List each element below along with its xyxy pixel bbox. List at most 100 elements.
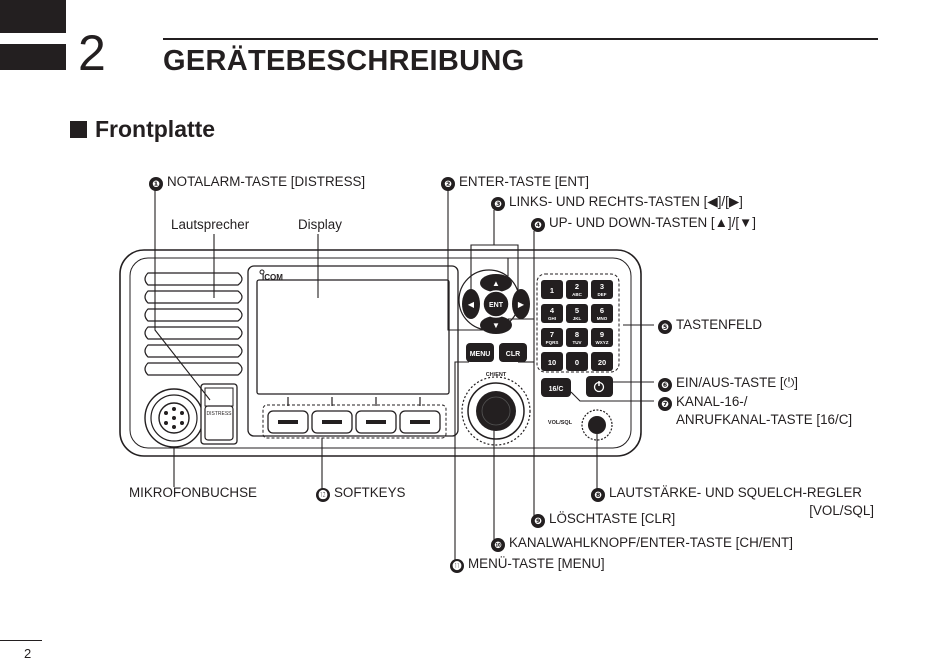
keypad-key-1[interactable]	[541, 280, 563, 299]
callout-8-text: LAUTSTÄRKE- UND SQUELCH-REGLER	[609, 485, 862, 500]
page-number-rule	[0, 640, 42, 641]
brand-logo: ICOM	[262, 273, 283, 282]
callout-9-text: LÖSCHTASTE [CLR]	[549, 511, 676, 526]
keypad-key-digit: 5	[575, 306, 579, 315]
ch-ent-label: CH/ENT	[486, 372, 507, 378]
callout-12: ⓬ SOFTKEYS	[316, 485, 405, 502]
callout-12-text: SOFTKEYS	[334, 485, 406, 500]
callout-7-line2: ANRUFKANAL-TASTE [16/C]	[676, 412, 853, 427]
right-key[interactable]	[512, 289, 530, 319]
callout-1-number: ❶	[149, 177, 163, 191]
speaker-label: Lautsprecher	[171, 217, 250, 232]
keypad-key-letters: PQRS	[546, 340, 559, 345]
section-title: Frontplatte	[95, 116, 216, 142]
ch16-key-label: 16/C	[549, 386, 564, 393]
softkey-group-outline	[262, 404, 447, 439]
keypad-key-digit: 6	[600, 306, 604, 315]
keypad-key-letters: GHI	[548, 316, 556, 321]
keypad-outline	[536, 273, 620, 373]
speaker-grille	[144, 272, 243, 376]
indicator-led	[259, 269, 265, 275]
keypad-key-digit: 3	[600, 282, 604, 291]
keypad-key-5[interactable]	[566, 304, 588, 323]
vol-sql-label: VOL/SQL	[548, 420, 573, 426]
display-screen	[256, 279, 450, 395]
ch16-key[interactable]	[541, 378, 571, 397]
callout-12-number: ⓬	[316, 488, 330, 502]
keypad-key-9[interactable]	[591, 328, 613, 347]
callout-2-text: ENTER-TASTE [ENT]	[459, 174, 589, 189]
distress-key-label: DISTRESS	[206, 411, 232, 417]
right-arrow-icon: ▶	[518, 300, 525, 309]
keypad-key-0[interactable]	[566, 352, 588, 371]
chapter-title: GERÄTEBESCHREIBUNG	[163, 45, 525, 77]
clr-key-label: CLR	[506, 351, 520, 358]
keypad-key-4[interactable]	[541, 304, 563, 323]
menu-key-label: MENU	[470, 351, 491, 358]
callout-10-text: KANALWAHLKNOPF/ENTER-TASTE [CH/ENT]	[509, 535, 793, 550]
callout-10-number: ❿	[491, 538, 505, 552]
left-arrow-icon: ◀	[468, 300, 475, 309]
callout-8-line2: [VOL/SQL]	[809, 503, 874, 518]
keypad-key-10[interactable]	[541, 352, 563, 371]
callout-1: ❶ NOTALARM-TASTE [DISTRESS]	[149, 174, 365, 191]
down-key[interactable]	[480, 316, 512, 334]
callout-5-text: TASTENFELD	[676, 317, 763, 332]
keypad-key-letters: WXYZ	[596, 340, 609, 345]
keypad-key-digit: 1	[550, 286, 554, 295]
keypad-key-8[interactable]	[566, 328, 588, 347]
callout-7-text: KANAL-16-/	[676, 394, 748, 409]
callout-7-number: ❼	[658, 397, 672, 411]
left-key[interactable]	[462, 289, 480, 319]
mic-jack-label: MIKROFONBUCHSE	[129, 485, 257, 500]
callout-1-text: NOTALARM-TASTE [DISTRESS]	[167, 174, 366, 189]
callout-5-number: ❺	[658, 320, 672, 334]
keypad-key-digit: 2	[575, 282, 579, 291]
keypad-key-letters: DEF	[598, 292, 607, 297]
callout-4-number: ❹	[531, 218, 545, 232]
keypad-key-digit: 10	[548, 358, 556, 367]
callout-5: ❺ TASTENFELD	[658, 317, 762, 334]
chapter-tab-upper	[0, 0, 66, 33]
keypad-key-letters: JKL	[573, 316, 582, 321]
callout-8-number: ❽	[591, 488, 605, 502]
down-arrow-icon: ▼	[492, 321, 500, 330]
callout-8: ❽ LAUTSTÄRKE- UND SQUELCH-REGLER	[591, 485, 862, 502]
chapter-tab-lower	[0, 44, 66, 70]
up-key[interactable]	[480, 274, 512, 292]
keypad-key-letters: MNO	[597, 316, 608, 321]
keypad-key-digit: 8	[575, 330, 579, 339]
keypad-key-6[interactable]	[591, 304, 613, 323]
keypad-key-digit: 7	[550, 330, 554, 339]
callout-11-text: MENÜ-TASTE [MENU]	[468, 556, 605, 571]
callout-3-number: ❸	[491, 197, 505, 211]
ent-key[interactable]	[482, 290, 510, 318]
keypad-key-20[interactable]	[591, 352, 613, 371]
callout-7: ❼ KANAL-16-/	[658, 394, 747, 411]
softkeys	[267, 397, 441, 434]
up-arrow-icon: ▲	[492, 279, 500, 288]
power-key[interactable]	[586, 376, 613, 397]
volume-knob[interactable]	[588, 416, 606, 434]
microphone-jack	[144, 388, 204, 448]
keypad-key-digit: 20	[598, 358, 606, 367]
callout-3-text: LINKS- UND RECHTS-TASTEN [◀]/[▶]	[509, 194, 743, 209]
keypad-key-digit: 0	[575, 358, 579, 367]
clr-key[interactable]	[499, 343, 527, 362]
menu-key[interactable]	[466, 343, 494, 362]
keypad-key-7[interactable]	[541, 328, 563, 347]
keypad-key-2[interactable]	[566, 280, 588, 299]
keypad-key-3[interactable]	[591, 280, 613, 299]
distress-key[interactable]: DISTRESS	[200, 383, 238, 445]
keypad-key-digit: 9	[600, 330, 604, 339]
section-bullet-square	[70, 121, 87, 138]
nav-keys: ▲ ▼ ◀ ▶ ENT	[458, 269, 530, 334]
section-heading: Frontplatte	[70, 116, 216, 142]
